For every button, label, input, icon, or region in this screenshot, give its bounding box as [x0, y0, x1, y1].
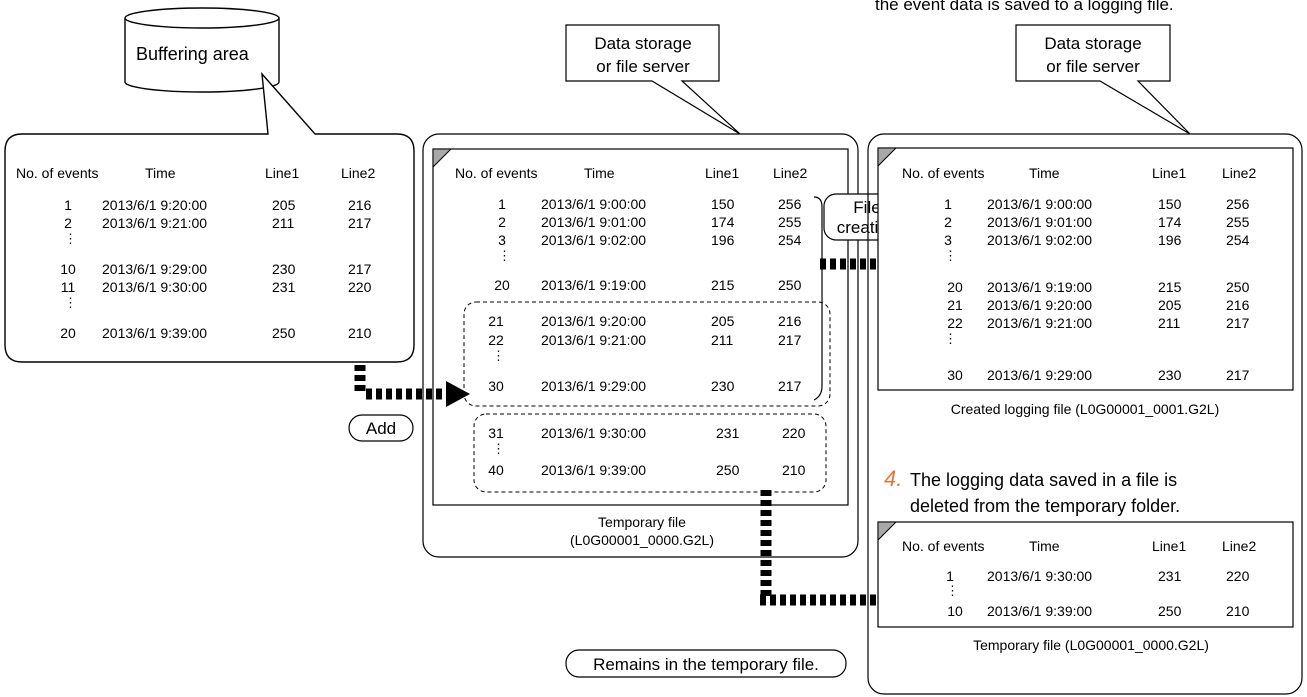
ellipsis-dots: ⋮ — [64, 295, 77, 310]
created-header-line2: Line2 — [1222, 165, 1256, 181]
created-caption: Created logging file (L0G00001_0001.G2L) — [951, 401, 1220, 417]
temp-header-line1: Line1 — [705, 165, 739, 181]
ellipsis-dots: ⋮ — [492, 441, 505, 456]
step-4-number: 4. — [884, 466, 902, 491]
temp-header-line2: Line2 — [773, 165, 807, 181]
storage-box-middle — [422, 133, 859, 558]
ellipsis-dots: ⋮ — [944, 331, 957, 346]
ellipsis-dots: ⋮ — [64, 231, 77, 246]
created-header-line1: Line1 — [1152, 165, 1186, 181]
file-creation-line1: File — [853, 198, 880, 217]
buffer-header-line2: Line2 — [341, 165, 375, 181]
storage-2-line2: or file server — [1046, 57, 1140, 76]
step-4-text-2: deleted from the temporary folder. — [910, 496, 1180, 516]
top-note: the event data is saved to a logging fil… — [875, 0, 1174, 14]
add-label-pill: Add — [348, 414, 414, 442]
storage-2-line1: Data storage — [1044, 34, 1141, 53]
added-rows-dashed-group — [463, 301, 831, 407]
ellipsis-dots: ⋮ — [492, 348, 505, 363]
add-arrow — [354, 365, 470, 407]
data-storage-callout-1: Data storage or file server — [565, 24, 741, 135]
remaining-header-events: No. of events — [902, 538, 985, 554]
buffer-header-events: No. of events — [16, 165, 99, 181]
data-storage-callout-2: Data storage or file server — [1015, 24, 1191, 135]
created-header-events: No. of events — [902, 165, 985, 181]
remaining-caption: Temporary file (L0G00001_0000.G2L) — [973, 637, 1209, 653]
remaining-header-line2: Line2 — [1222, 538, 1256, 554]
remains-label-pill: Remains in the temporary file. — [565, 649, 847, 678]
ellipsis-dots: ⋮ — [944, 248, 957, 263]
created-header-time: Time — [1029, 165, 1060, 181]
buffer-header-time: Time — [145, 165, 176, 181]
ellipsis-dots: ⋮ — [946, 583, 959, 598]
buffering-area-cylinder: Buffering area — [124, 7, 280, 93]
rows-bracket — [813, 196, 823, 401]
temp-header-events: No. of events — [455, 165, 538, 181]
ellipsis-dots: ⋮ — [498, 248, 511, 263]
remaining-header-line1: Line1 — [1152, 538, 1186, 554]
temp-header-time: Time — [584, 165, 615, 181]
storage-box-right — [867, 133, 1303, 695]
buffer-header-line1: Line1 — [265, 165, 299, 181]
remains-label: Remains in the temporary file. — [593, 655, 819, 674]
step-4-text-1: The logging data saved in a file is — [910, 470, 1177, 490]
remaining-header-time: Time — [1029, 538, 1060, 554]
temp-file-caption-1: Temporary file — [598, 514, 686, 530]
storage-1-line1: Data storage — [594, 34, 691, 53]
buffer-label: Buffering area — [136, 44, 250, 64]
add-label: Add — [366, 419, 396, 438]
remaining-rows-dashed-group — [473, 413, 827, 493]
storage-1-line2: or file server — [596, 57, 690, 76]
temp-file-caption-2: (L0G00001_0000.G2L) — [570, 532, 714, 548]
